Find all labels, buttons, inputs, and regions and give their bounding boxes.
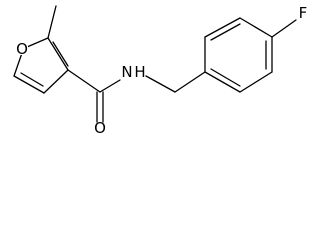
bond-ch2-ring [174, 71, 206, 93]
bond-c3-carbonyl [67, 69, 101, 93]
carbonyl-oxygen-label: O [94, 119, 106, 137]
bond-ring-fluorine [271, 19, 297, 38]
bond-benzene-5 [239, 71, 273, 93]
bond-furan-c4-c5 [13, 75, 45, 94]
bond-furan-c3-c4 [43, 69, 69, 94]
bond-benzene-inner-3 [210, 68, 241, 87]
bond-benzene-3 [239, 17, 273, 38]
bond-nitrogen-ch2 [145, 75, 176, 93]
furan-oxygen-bg [16, 41, 28, 55]
bond-methyl [47, 5, 57, 39]
bond-furan-c5-o [13, 52, 23, 77]
amide-nitrogen-hydrogen-label: H [134, 63, 145, 81]
bond-benzene-2 [204, 17, 241, 38]
amide-nitrogen-label: N [121, 63, 132, 81]
molecule-drawing: O N H O F [13, 4, 308, 137]
fluorine-label: F [299, 4, 308, 22]
bond-furan-c4-c5-inner [20, 72, 44, 87]
bond-furan-c2-c3 [47, 37, 69, 71]
bond-benzene-inner-1 [210, 23, 241, 41]
bond-furan-o-c2 [26, 37, 49, 48]
furan-oxygen-label: O [16, 40, 28, 58]
bond-carbonyl-nitrogen [99, 79, 121, 93]
bond-furan-c2-c3-inner [52, 41, 69, 67]
bond-benzene-6 [204, 71, 241, 93]
structure-svg: O N H O F [13, 4, 308, 137]
